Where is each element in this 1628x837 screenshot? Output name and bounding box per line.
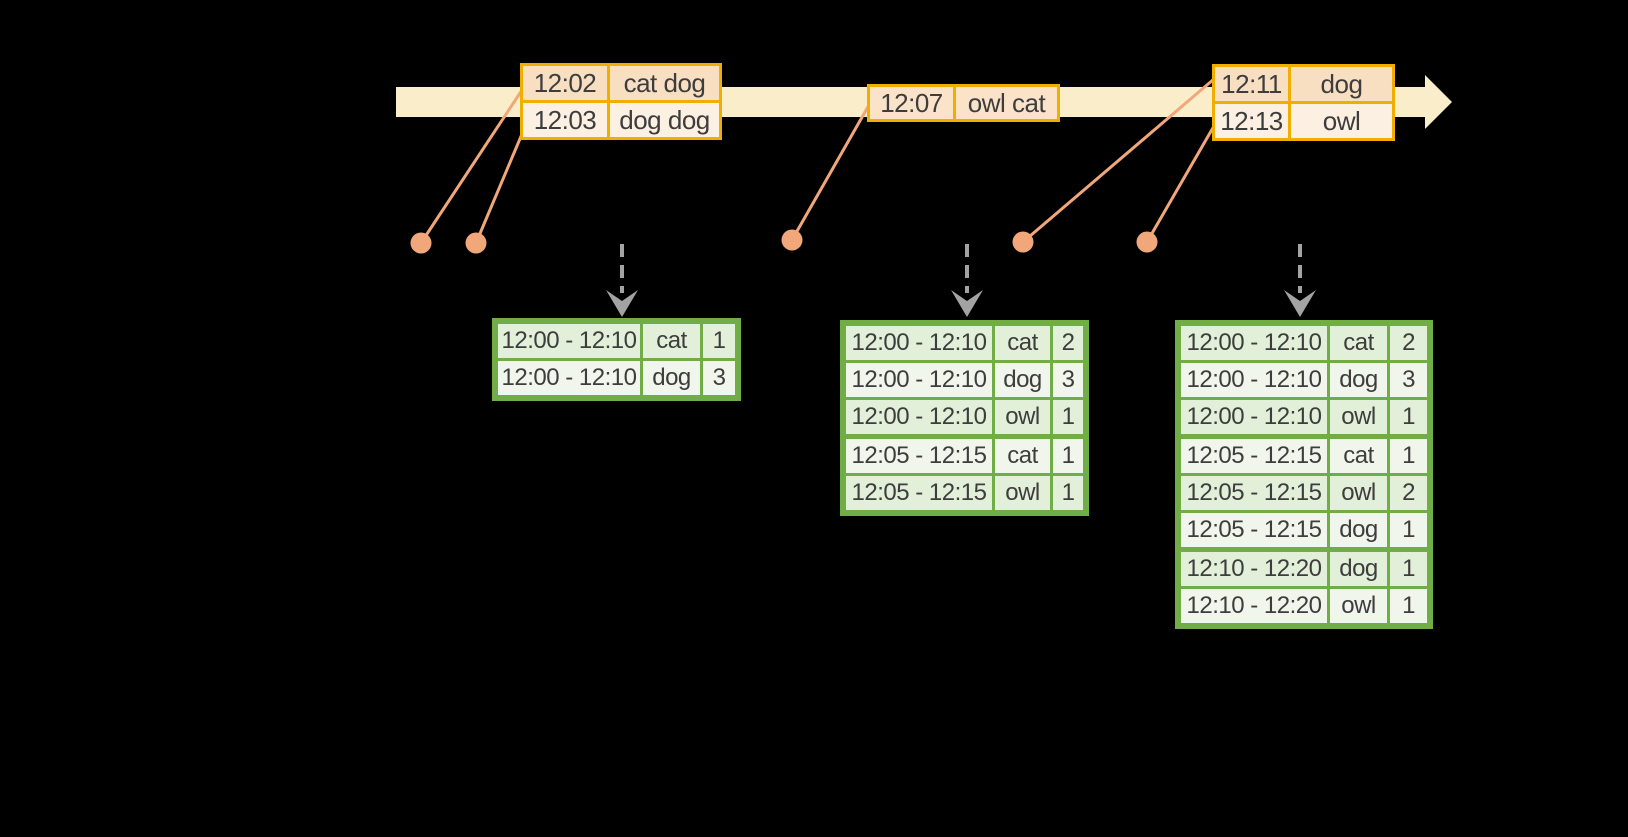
- event-marker-dot-icon: [1136, 231, 1158, 253]
- table-row: 12:05 - 12:15 dog 1: [1181, 513, 1427, 547]
- count-cell: 1: [1053, 476, 1083, 510]
- window-cell: 12:10 - 12:20: [1181, 552, 1327, 586]
- result-table-3: 12:00 - 12:10 cat 2 12:00 - 12:10 dog 3 …: [1175, 320, 1433, 629]
- window-cell: 12:00 - 12:10: [846, 400, 992, 434]
- window-cell: 12:00 - 12:10: [1181, 326, 1327, 360]
- event-table-1207: 12:07 owl cat: [867, 84, 1060, 122]
- word-cell: cat: [1330, 439, 1387, 473]
- event-marker-dot-icon: [465, 232, 487, 254]
- window-cell: 12:00 - 12:10: [846, 326, 992, 360]
- word-cell: cat: [995, 326, 1050, 360]
- count-cell: 1: [1390, 439, 1427, 473]
- event-words-cell: cat dog: [610, 66, 719, 100]
- count-cell: 1: [1390, 552, 1427, 586]
- word-cell: owl: [1330, 589, 1387, 623]
- count-cell: 3: [703, 361, 735, 395]
- word-cell: dog: [1330, 513, 1387, 547]
- trigger-arrowhead-icon: [951, 290, 983, 317]
- window-cell: 12:05 - 12:15: [846, 439, 992, 473]
- event-time-cell: 12:02: [523, 66, 607, 100]
- window-cell: 12:00 - 12:10: [1181, 363, 1327, 397]
- word-cell: owl: [1330, 476, 1387, 510]
- word-cell: dog: [1330, 363, 1387, 397]
- table-row: 12:05 - 12:15 owl 2: [1181, 476, 1427, 510]
- table-row: 12:10 - 12:20 owl 1: [1181, 589, 1427, 623]
- window-cell: 12:00 - 12:10: [498, 324, 640, 358]
- window-cell: 12:05 - 12:15: [846, 476, 992, 510]
- event-words-cell: owl: [1291, 104, 1392, 138]
- window-cell: 12:10 - 12:20: [1181, 589, 1327, 623]
- count-cell: 1: [1053, 439, 1083, 473]
- table-row: 12:00 - 12:10 cat 1: [498, 324, 735, 358]
- event-table-1202: 12:02 cat dog 12:03 dog dog: [520, 63, 722, 140]
- table-row: 12:00 - 12:10 cat 2: [1181, 326, 1427, 360]
- table-row: 12:00 - 12:10 dog 3: [846, 363, 1083, 397]
- trigger-arrowhead-icon: [606, 290, 638, 317]
- window-cell: 12:05 - 12:15: [1181, 513, 1327, 547]
- event-connector-line: [419, 89, 524, 244]
- event-connector-line: [474, 133, 524, 244]
- word-cell: dog: [643, 361, 700, 395]
- table-row: 12:05 - 12:15 owl 1: [846, 476, 1083, 510]
- window-cell: 12:05 - 12:15: [1181, 476, 1327, 510]
- result-table-2: 12:00 - 12:10 cat 2 12:00 - 12:10 dog 3 …: [840, 320, 1089, 516]
- word-cell: owl: [995, 476, 1050, 510]
- table-row: 12:00 - 12:10 owl 1: [846, 400, 1083, 434]
- table-row: 12:00 - 12:10 owl 1: [1181, 400, 1427, 434]
- window-cell: 12:05 - 12:15: [1181, 439, 1327, 473]
- count-cell: 1: [1390, 400, 1427, 434]
- event-marker-dot-icon: [1012, 231, 1034, 253]
- trigger-arrowhead-icon: [1284, 290, 1316, 317]
- count-cell: 1: [1390, 513, 1427, 547]
- count-cell: 2: [1053, 326, 1083, 360]
- window-cell: 12:00 - 12:10: [498, 361, 640, 395]
- word-cell: cat: [643, 324, 700, 358]
- event-connector-line: [790, 104, 871, 241]
- table-row: 12:00 - 12:10 dog 3: [498, 361, 735, 395]
- count-cell: 1: [1053, 400, 1083, 434]
- event-marker-dot-icon: [781, 229, 803, 251]
- event-time-cell: 12:13: [1215, 104, 1288, 138]
- result-table-1: 12:00 - 12:10 cat 1 12:00 - 12:10 dog 3: [492, 318, 741, 401]
- count-cell: 2: [1390, 326, 1427, 360]
- word-cell: cat: [995, 439, 1050, 473]
- event-words-cell: dog dog: [610, 103, 719, 137]
- word-cell: dog: [995, 363, 1050, 397]
- table-row: 12:10 - 12:20 dog 1: [1181, 552, 1427, 586]
- table-row: 12:05 - 12:15 cat 1: [846, 439, 1083, 473]
- word-cell: dog: [1330, 552, 1387, 586]
- event-connector-line: [1145, 125, 1216, 243]
- event-time-cell: 12:03: [523, 103, 607, 137]
- event-words-cell: dog: [1291, 67, 1392, 101]
- count-cell: 2: [1390, 476, 1427, 510]
- event-time-cell: 12:07: [870, 87, 953, 119]
- count-cell: 3: [1390, 363, 1427, 397]
- word-cell: cat: [1330, 326, 1387, 360]
- event-words-cell: owl cat: [956, 87, 1057, 119]
- word-cell: owl: [995, 400, 1050, 434]
- count-cell: 3: [1053, 363, 1083, 397]
- word-cell: owl: [1330, 400, 1387, 434]
- count-cell: 1: [1390, 589, 1427, 623]
- table-row: 12:00 - 12:10 dog 3: [1181, 363, 1427, 397]
- event-table-1211: 12:11 dog 12:13 owl: [1212, 64, 1395, 141]
- count-cell: 1: [703, 324, 735, 358]
- window-cell: 12:00 - 12:10: [1181, 400, 1327, 434]
- table-row: 12:00 - 12:10 cat 2: [846, 326, 1083, 360]
- table-row: 12:05 - 12:15 cat 1: [1181, 439, 1427, 473]
- window-cell: 12:00 - 12:10: [846, 363, 992, 397]
- event-time-cell: 12:11: [1215, 67, 1288, 101]
- event-marker-dot-icon: [410, 232, 432, 254]
- timeline-arrowhead-icon: [1425, 75, 1452, 129]
- event-connector-line: [1022, 77, 1215, 244]
